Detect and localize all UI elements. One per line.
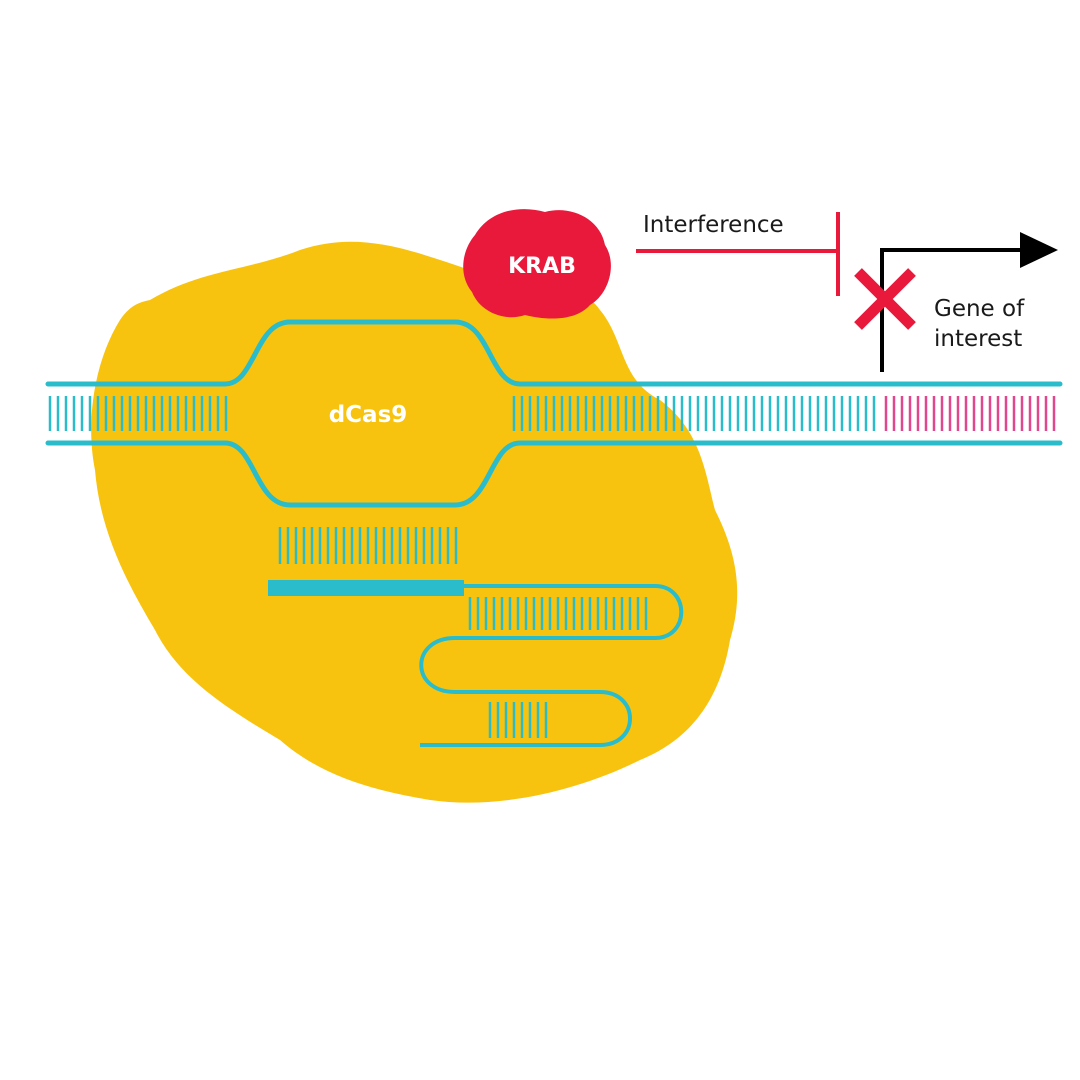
gene-label-line1: Gene of [934,296,1025,322]
dna-duplex [45,319,1063,508]
dna-bottom-strand [45,440,1063,508]
guide-rna-pairing [278,527,458,564]
guide-rna [268,527,684,747]
dna-top-strand [45,319,1063,387]
guide-rna-scaffold [419,584,684,747]
scaffold-stem-1 [468,597,648,630]
promoter-arrow [880,232,1058,372]
gene-base-pairs [884,396,1056,431]
dcas9-label: dCas9 [329,402,408,428]
interference-label: Interference [643,212,784,238]
interference-repression-arrow [636,212,840,296]
guide-rna-spacer [268,580,464,596]
krab-domain [463,209,611,319]
dcas9-protein [91,241,738,803]
dna-base-pairs-right [512,396,876,431]
blocked-x-icon [854,268,916,330]
gene-label-line2: interest [934,326,1022,352]
dna-base-pairs-left [48,396,228,431]
scaffold-stem-2 [488,702,548,738]
krab-label: KRAB [508,254,576,279]
